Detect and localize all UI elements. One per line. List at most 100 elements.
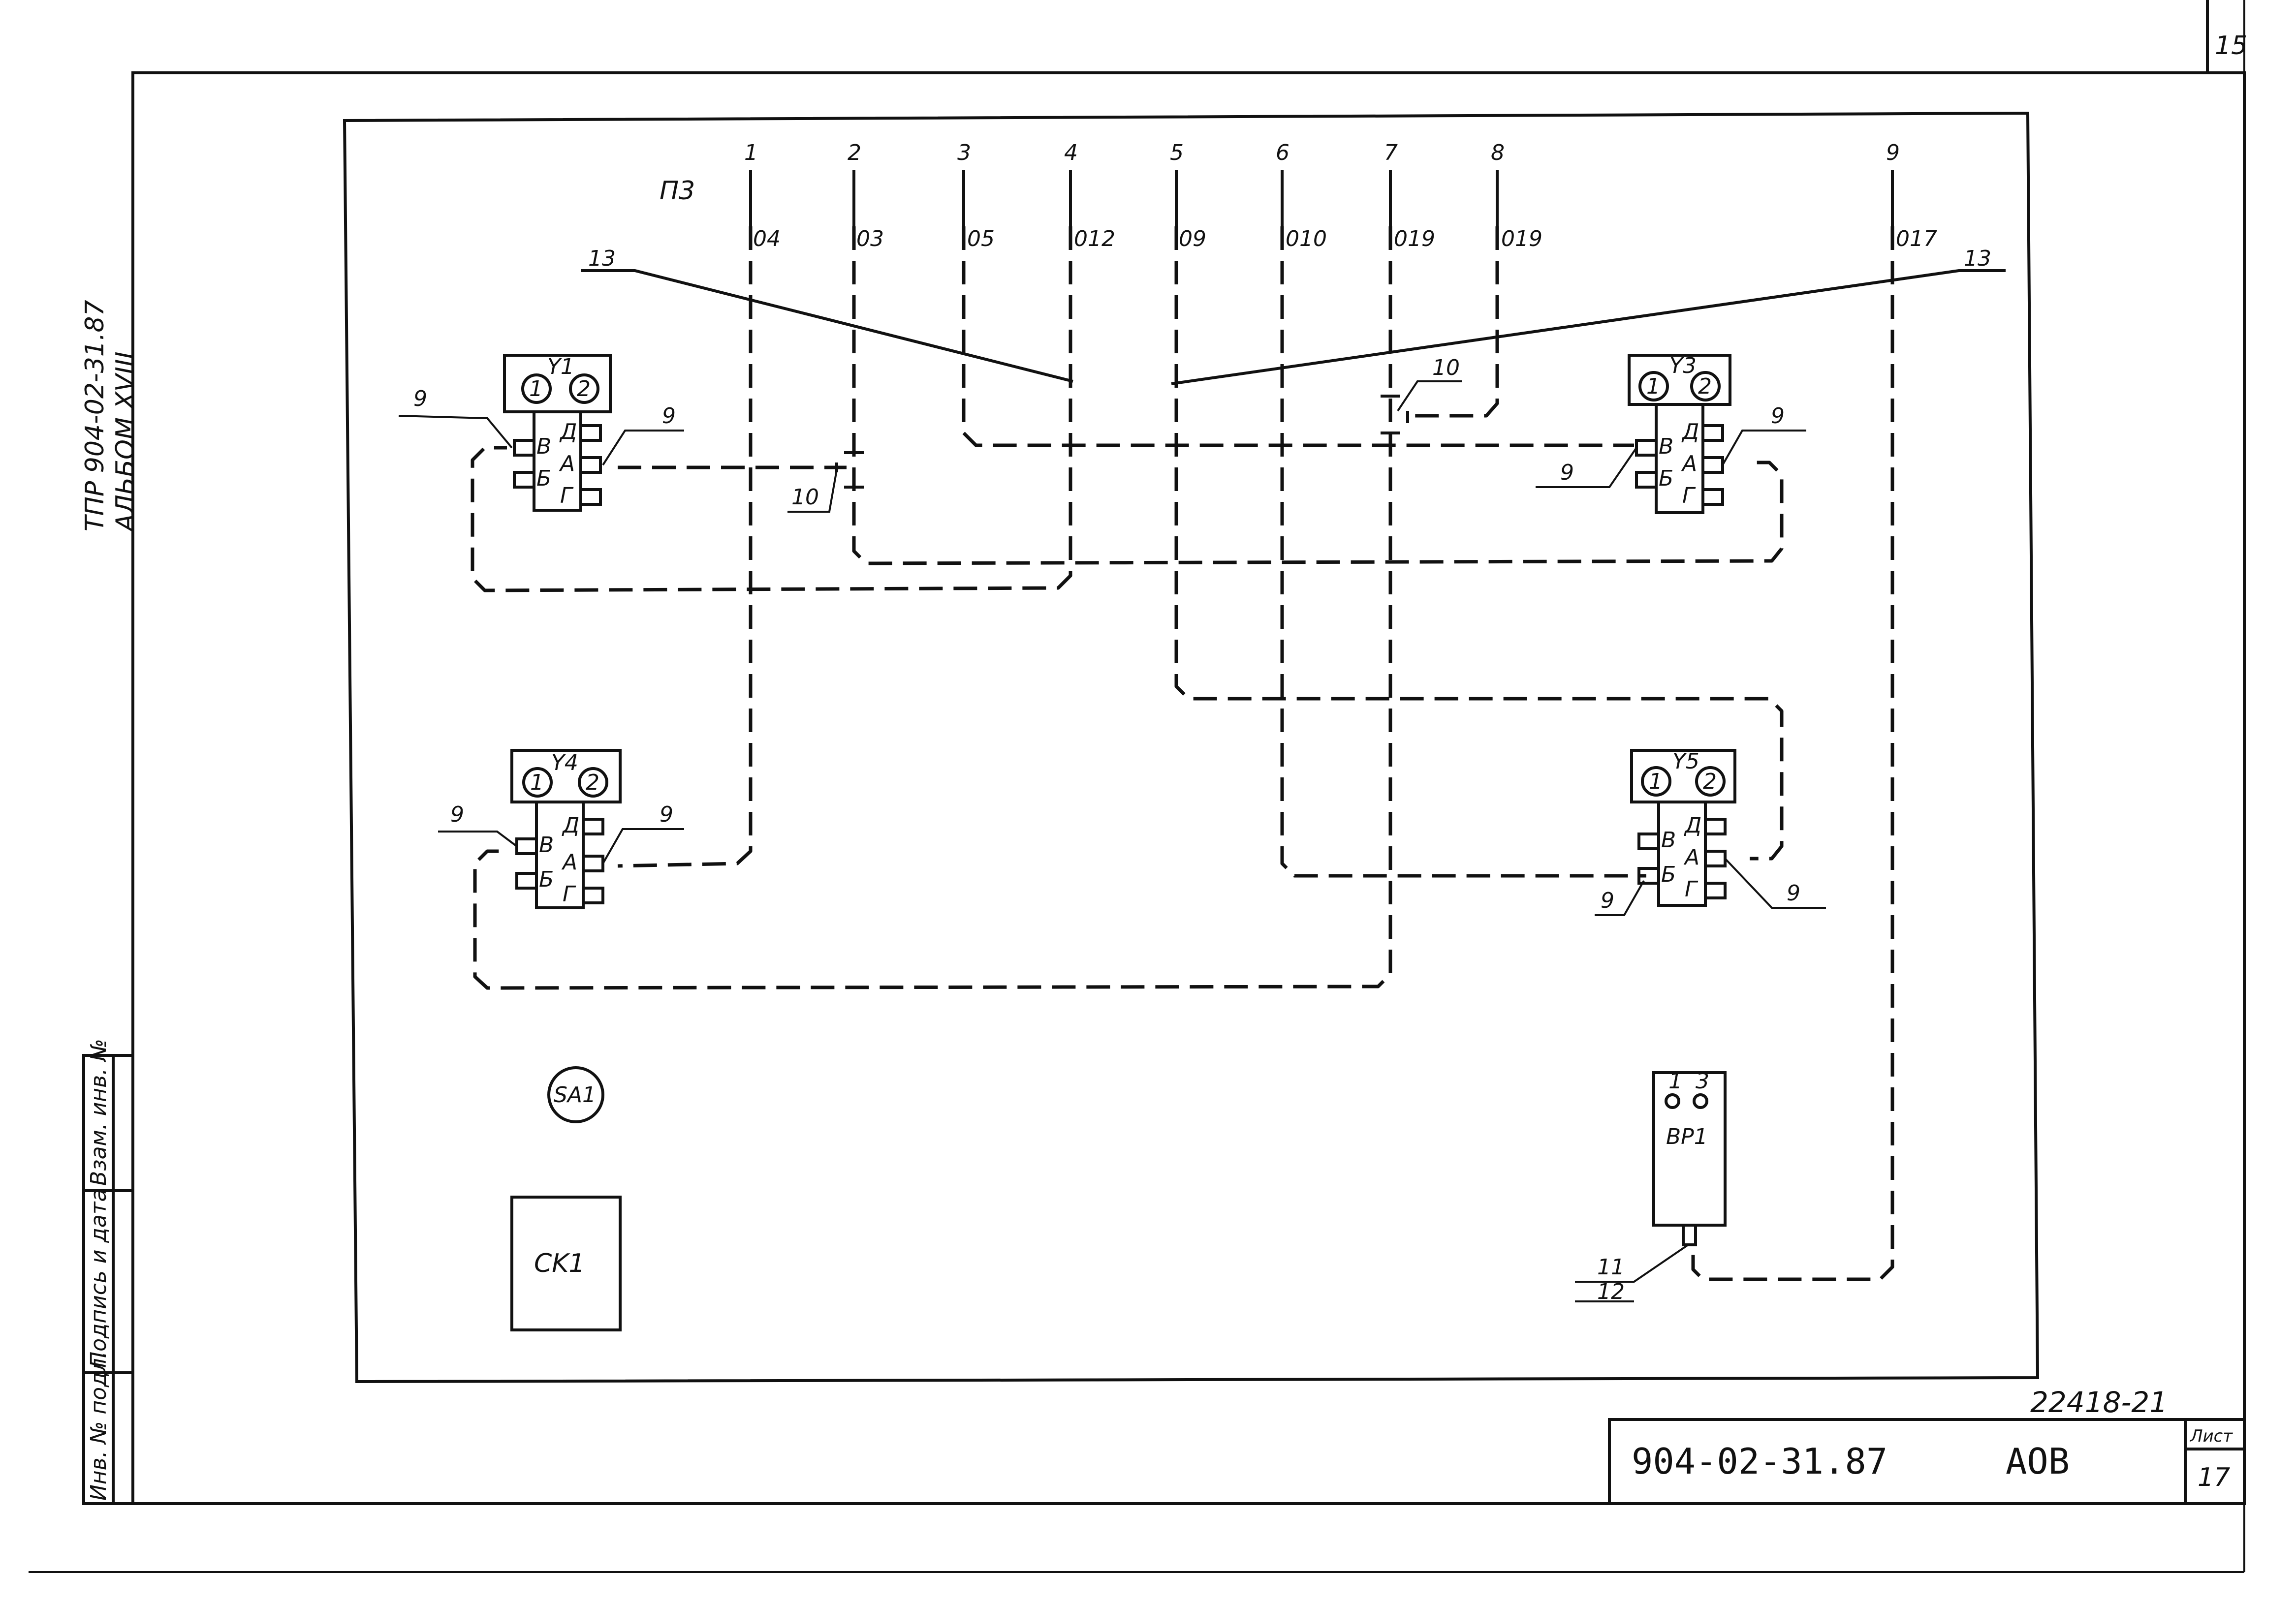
ck1-box	[510, 1196, 622, 1331]
pin-label: Б	[1659, 466, 1673, 491]
connector-label: 9	[450, 802, 464, 827]
pin-box	[582, 887, 604, 904]
device-Y5: 1 2 Y5 В Б Д А Г 9 9	[1595, 749, 1826, 916]
terminal-7: 7 019	[1384, 140, 1435, 251]
sheet-number: 15	[2215, 31, 2247, 61]
side-caption-line2: АЛЬБОМ XVIII	[111, 351, 140, 533]
sheet-label: Лист	[2189, 1426, 2233, 1446]
pin-label: А	[559, 451, 575, 476]
connector-label: 9	[413, 386, 427, 411]
pin-label: Д	[559, 419, 577, 444]
splice-10-left: 10	[787, 451, 864, 513]
splice-label: 10	[791, 485, 819, 510]
pin-label: В	[539, 833, 554, 858]
pin-box	[1701, 488, 1724, 506]
device-contact-1-label: 1	[1649, 769, 1663, 794]
bp1-pin3	[1693, 1093, 1708, 1109]
pin-label: А	[1683, 845, 1699, 870]
terminal-number: 3	[957, 140, 971, 165]
splice-10-right: 10	[1381, 355, 1462, 434]
device-Y1: 1 2 Y1 В Б Д А Г 9 9	[398, 354, 684, 512]
pin-box	[1704, 850, 1727, 867]
pin-box	[1704, 882, 1727, 899]
device-contact-2	[578, 767, 608, 798]
terminal-6: 6 010	[1276, 140, 1327, 251]
connector-leader	[398, 415, 513, 449]
pin-label: А	[561, 850, 577, 875]
device-contact-1-label: 1	[1646, 374, 1660, 399]
device-contact-2-label: 2	[586, 770, 599, 795]
pin-box	[1701, 424, 1724, 442]
terminal-number: 9	[1886, 140, 1900, 165]
doc-code: 904-02-31.87	[1632, 1441, 1887, 1482]
device-contact-1-label: 1	[529, 376, 543, 401]
device-contact-2	[1690, 371, 1721, 401]
pin-box	[1635, 471, 1658, 489]
pin-box	[515, 837, 538, 855]
terminal-number: 6	[1276, 140, 1290, 165]
terminal-number: 7	[1384, 140, 1398, 165]
panel-label: П3	[660, 176, 695, 206]
bp1-pin3-label: 3	[1696, 1069, 1709, 1094]
splice-leader	[1397, 380, 1462, 412]
device-name: Y1	[547, 354, 574, 379]
connector-label: 9	[660, 802, 673, 827]
pin-label: Г	[1685, 877, 1698, 902]
device-contact-1	[1641, 766, 1671, 797]
connector-label: 9	[1601, 888, 1614, 913]
doc-number-handwritten: 22418-21	[2030, 1386, 2168, 1419]
bp1-pin1	[1665, 1093, 1680, 1109]
bp1-pin1-label: 1	[1668, 1069, 1682, 1094]
device-name: Y4	[551, 750, 578, 775]
pin-label: Б	[1661, 862, 1676, 887]
terminal-number: 5	[1170, 140, 1184, 165]
pin-box	[513, 439, 535, 457]
title-block: 22418-21 904-02-31.87 АОВ Лист 17	[1608, 1386, 2246, 1505]
connector-leader	[1595, 880, 1645, 916]
device-contact-1	[1638, 371, 1669, 401]
connector-leader	[1536, 447, 1637, 488]
terminal-2: 2 03	[848, 140, 884, 251]
device-name: Y5	[1672, 749, 1699, 774]
terminal-8: 8 019	[1491, 140, 1542, 251]
connector-leader	[1724, 858, 1826, 909]
stamp-box-inv-podl: Инв. № подл.	[86, 1351, 111, 1501]
pin-box	[579, 488, 602, 506]
connector-leader	[438, 831, 518, 847]
bundle-13-left	[581, 269, 1073, 383]
label-11: 11	[1597, 1255, 1625, 1280]
device-contact-1	[522, 767, 553, 798]
terminal-number: 4	[1064, 140, 1078, 165]
terminal-3: 3 05	[957, 140, 995, 251]
pin-label: Г	[1682, 483, 1696, 508]
bp1-label: BP1	[1666, 1124, 1708, 1149]
pin-label: Б	[539, 867, 554, 892]
pin-box	[1637, 833, 1660, 850]
device-name: Y3	[1669, 353, 1697, 378]
stamp-box-podpis: Подпись и дата	[86, 1189, 111, 1368]
device-contact-1	[521, 373, 552, 404]
wire-5-to-Y5	[1174, 226, 1784, 861]
stamp-column: Инв. № подл. Подпись и дата Взам. инв. №	[82, 1039, 134, 1505]
terminal-wire: 019	[1394, 226, 1435, 251]
wire-2-to-Y3	[852, 226, 1784, 565]
pin-label: В	[1659, 434, 1673, 459]
pin-box	[1635, 439, 1658, 457]
bp1-gland	[1682, 1224, 1697, 1246]
ck1-label: CK1	[534, 1249, 585, 1278]
wire-3-to-Y3	[962, 226, 1634, 447]
connector-leader	[602, 430, 684, 466]
terminal-wire: 04	[753, 226, 781, 251]
device-Y3: 1 2 Y3 В Б Д А Г 9 9	[1536, 353, 1806, 514]
pin-label: А	[1681, 451, 1697, 476]
terminal-wire: 03	[856, 226, 884, 251]
wire-8-splice	[1405, 226, 1499, 418]
wire-1-to-Y4	[617, 226, 753, 868]
pin-label: Б	[536, 466, 551, 491]
pin-box	[582, 855, 604, 872]
bundle-13-right	[1171, 269, 2006, 385]
sensor-BP1: 1 3 BP1 11 12	[1575, 1069, 1727, 1304]
terminal-5: 5 09	[1170, 140, 1206, 251]
device-contact-2	[569, 373, 599, 404]
pin-box	[1637, 867, 1660, 885]
